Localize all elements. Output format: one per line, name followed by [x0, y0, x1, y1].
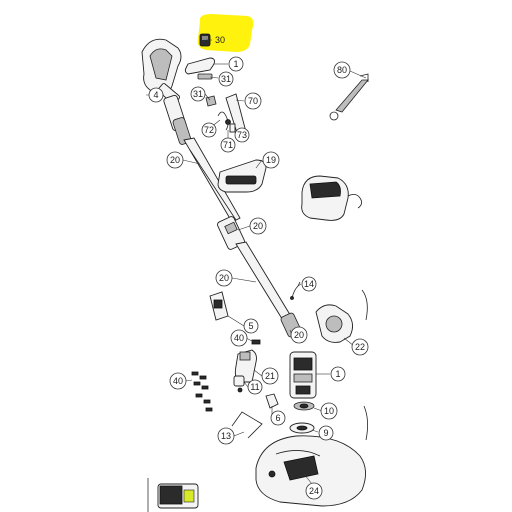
- callout-14-label: 14: [304, 279, 314, 289]
- callout-30: 30: [215, 35, 225, 45]
- callout-4: 4: [148, 87, 164, 103]
- shaft-upper: [183, 137, 241, 223]
- part-14-wire: [290, 281, 301, 300]
- callout-80: 80: [333, 61, 351, 79]
- callout-31-top: 31: [218, 71, 234, 87]
- callout-72-label: 72: [204, 125, 214, 135]
- part-40-screw: [251, 339, 261, 345]
- callout-22: 22: [351, 338, 369, 356]
- callout-31-mid-label: 31: [193, 89, 203, 99]
- part-31-screw: [197, 73, 213, 80]
- callout-20-lower: 20: [215, 269, 233, 287]
- callout-6: 6: [270, 410, 286, 426]
- callout-1-top: 1: [228, 56, 244, 72]
- part-11-bracket: [233, 375, 245, 393]
- callout-72: 72: [201, 122, 217, 138]
- callout-70: 70: [244, 92, 262, 110]
- callout-71-label: 71: [223, 140, 233, 150]
- part-19-guard: [217, 159, 267, 193]
- callout-20-upper: 20: [166, 151, 184, 169]
- callout-24-label: 24: [309, 486, 319, 496]
- callout-24: 24: [305, 482, 323, 500]
- callout-21-label: 21: [265, 371, 275, 381]
- callout-1-top-label: 1: [233, 59, 238, 69]
- callout-40-upper-label: 40: [234, 333, 244, 343]
- callout-19: 19: [262, 151, 280, 169]
- trigger-assembly: [205, 93, 247, 137]
- right-edge-shape: [363, 405, 368, 441]
- part-40-screw-cluster: [191, 371, 213, 412]
- charger: [301, 175, 362, 221]
- callout-19-label: 19: [266, 155, 276, 165]
- part-5-block: [209, 291, 229, 321]
- part-6-clip: [265, 393, 279, 409]
- callout-30-label: 30: [215, 35, 225, 45]
- callout-21: 21: [261, 367, 279, 385]
- callout-9-label: 9: [323, 428, 328, 438]
- part-1-top-cover: [184, 57, 215, 75]
- callout-40-lower: 40: [169, 372, 187, 390]
- battery-pack: [157, 483, 199, 509]
- callout-1-motor-label: 1: [335, 369, 340, 379]
- part-9-spool: [289, 422, 315, 434]
- callout-73-label: 73: [237, 130, 247, 140]
- callout-5-label: 5: [248, 321, 253, 331]
- callout-9: 9: [318, 425, 334, 441]
- part-13-hoop: [231, 411, 263, 439]
- part-24-guard: [255, 435, 366, 507]
- callout-5: 5: [243, 318, 259, 334]
- callout-13-label: 13: [221, 431, 231, 441]
- callout-10: 10: [320, 402, 338, 420]
- callout-20-upper-label: 20: [170, 155, 180, 165]
- callout-73: 73: [234, 127, 250, 143]
- callout-14: 14: [301, 276, 317, 292]
- callout-4-label: 4: [153, 90, 158, 100]
- callout-20-coupler: 20: [249, 217, 267, 235]
- callout-10-label: 10: [324, 406, 334, 416]
- callout-20-bottom-label: 20: [294, 330, 304, 340]
- callout-71: 71: [220, 137, 236, 153]
- callout-40-upper: 40: [230, 329, 248, 347]
- shaft-coupler: [217, 216, 245, 250]
- callout-31-top-label: 31: [221, 74, 231, 84]
- callout-20-bottom: 20: [290, 326, 308, 344]
- callout-1-motor: 1: [330, 366, 346, 382]
- part-1-motor: [289, 351, 317, 399]
- callout-40-lower-label: 40: [173, 376, 183, 386]
- callout-20-lower-label: 20: [219, 273, 229, 283]
- callout-31-mid: 31: [190, 86, 206, 102]
- part-4-handle: [141, 38, 192, 145]
- callout-6-label: 6: [275, 413, 280, 423]
- part-80-strap: [329, 73, 369, 121]
- part-10-bearing: [293, 401, 315, 411]
- callout-20-coupler-label: 20: [253, 221, 263, 231]
- callout-22-label: 22: [355, 342, 365, 352]
- callout-11: 11: [247, 379, 263, 395]
- highlight-marker: [197, 14, 254, 52]
- callout-13: 13: [217, 427, 235, 445]
- callout-11-label: 11: [250, 382, 259, 392]
- part-22-housing: [315, 289, 368, 343]
- callout-80-label: 80: [337, 65, 347, 75]
- callout-70-label: 70: [248, 96, 258, 106]
- part-21-head: [234, 349, 257, 383]
